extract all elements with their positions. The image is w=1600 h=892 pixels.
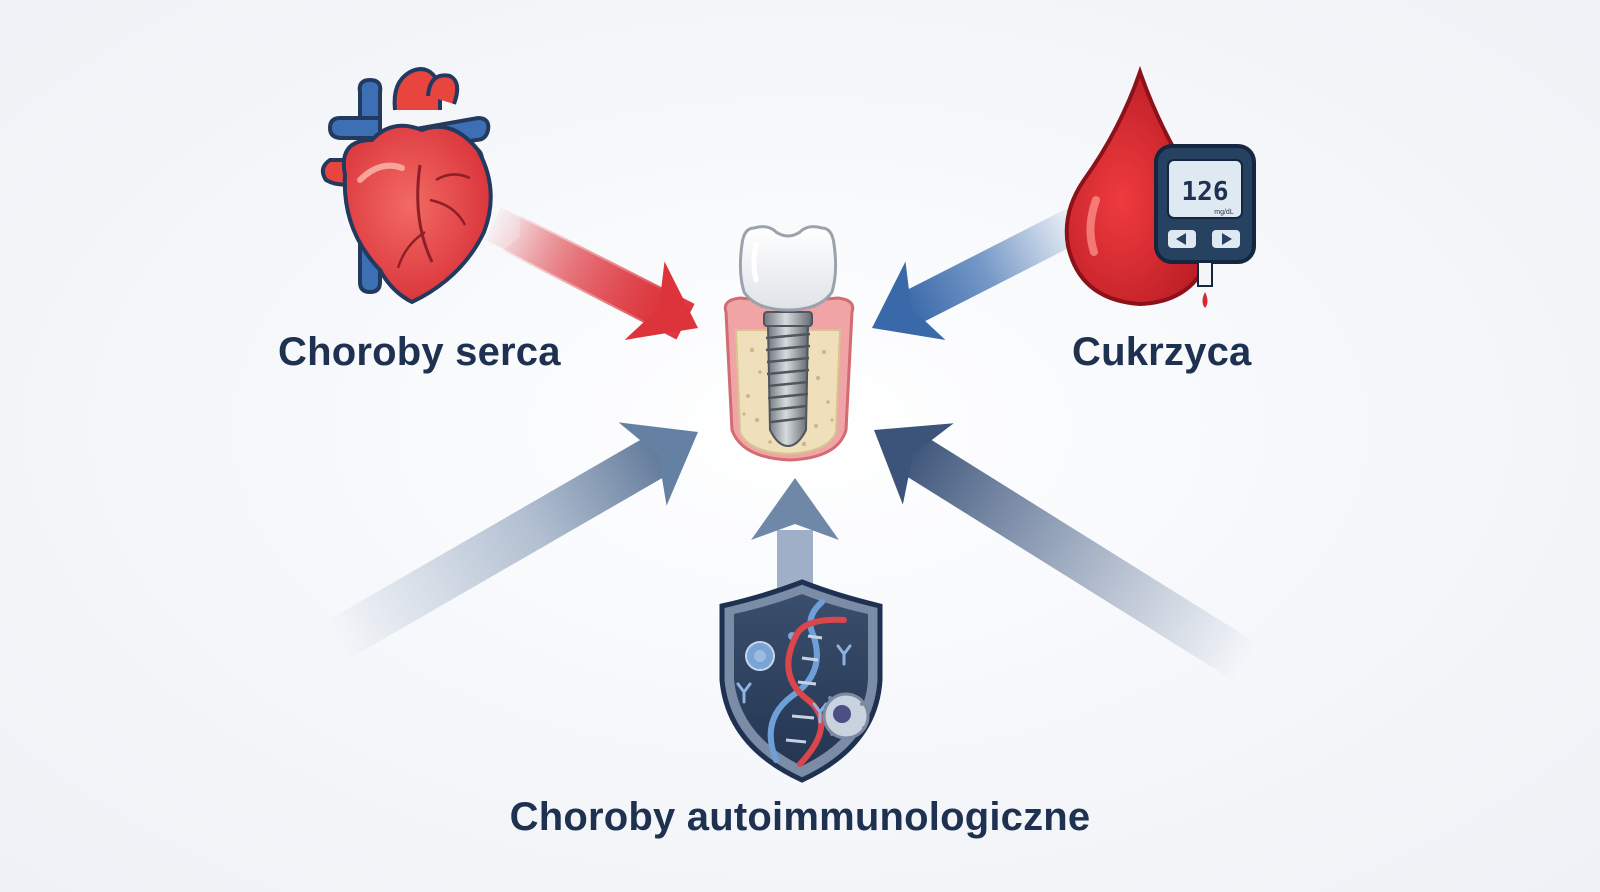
immune-shield-dna-icon <box>719 579 883 783</box>
label-diabetes: Cukrzyca <box>1072 330 1252 374</box>
label-heart-disease: Choroby serca <box>278 330 561 374</box>
arrow-lower-right-to-implant <box>874 423 1259 682</box>
blood-drop-glucometer-icon: 126 mg/dL <box>1064 65 1256 308</box>
arrow-diabetes-to-implant <box>872 207 1086 340</box>
glucometer-reading: 126 <box>1182 177 1229 207</box>
arrow-lower-left-to-implant <box>323 422 698 662</box>
glucometer-unit: mg/dL <box>1214 209 1234 216</box>
dental-implant-icon <box>723 225 855 462</box>
label-autoimmune-diseases: Choroby autoimmunologiczne <box>509 795 1091 839</box>
arrow-heart-to-implant <box>484 207 698 340</box>
heart-icon <box>320 67 493 305</box>
